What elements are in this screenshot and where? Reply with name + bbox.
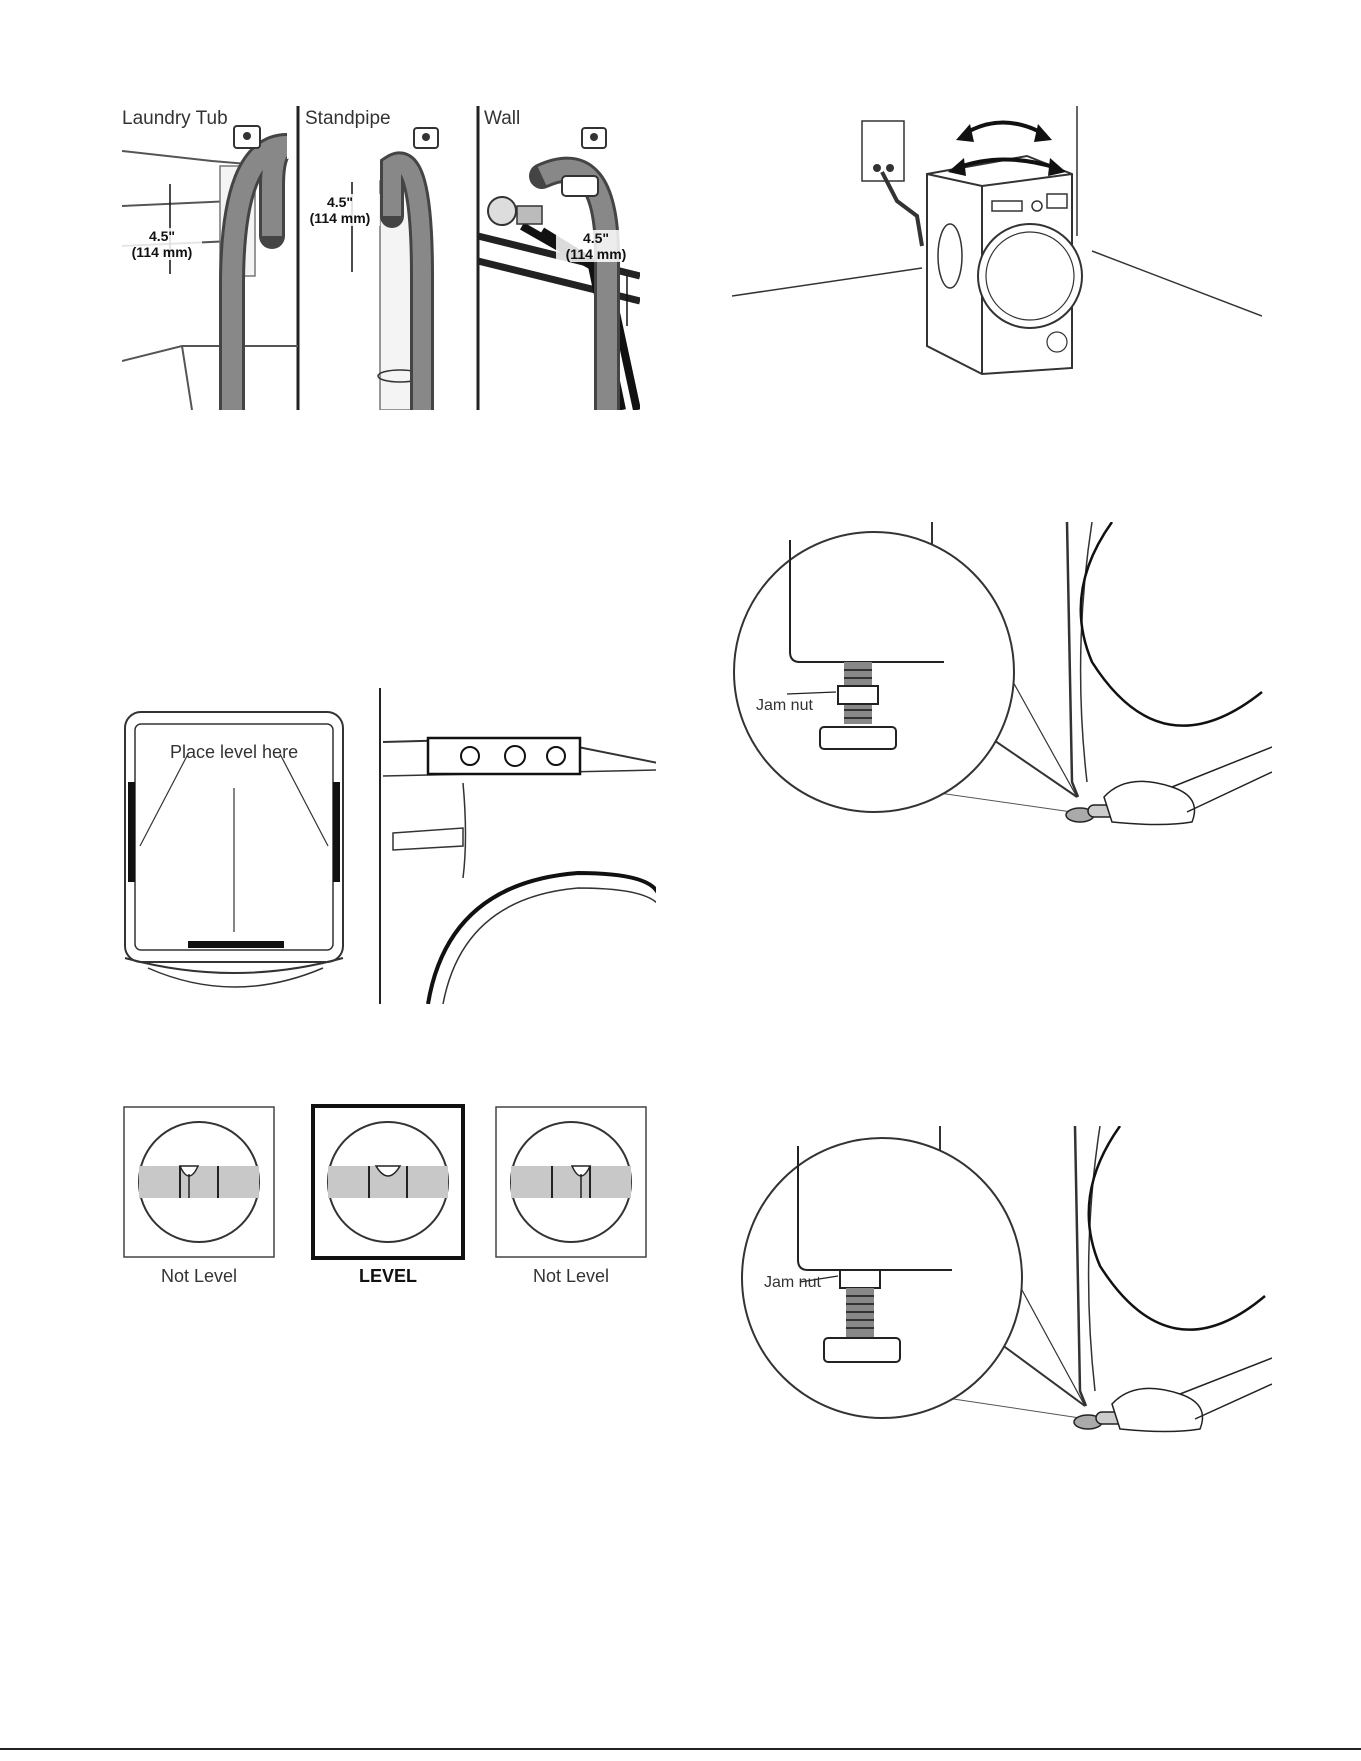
washer-rocking-illustration bbox=[732, 106, 1262, 376]
drain-hose-figure: Laundry Tub Standpipe Wall 4.5" (114 mm)… bbox=[122, 106, 640, 410]
dimension-inches: 4.5" bbox=[300, 194, 380, 210]
bubble-level-figure: Not Level LEVEL Not Level bbox=[118, 1104, 656, 1290]
footer-rule bbox=[0, 1748, 1361, 1750]
foot-adjust-figure-2: Jam nut bbox=[740, 1126, 1272, 1442]
laundry-tub-dimension: 4.5" (114 mm) bbox=[122, 228, 202, 260]
laundry-tub-label: Laundry Tub bbox=[122, 108, 228, 130]
standpipe-dimension: 4.5" (114 mm) bbox=[300, 194, 380, 226]
dimension-mm: (114 mm) bbox=[122, 244, 202, 260]
bubble-label-not-level-right: Not Level bbox=[491, 1266, 651, 1287]
wall-label: Wall bbox=[484, 108, 520, 130]
washer-rocking-figure bbox=[732, 106, 1262, 376]
dimension-inches: 4.5" bbox=[556, 230, 636, 246]
dimension-mm: (114 mm) bbox=[300, 210, 380, 226]
bubble-label-level: LEVEL bbox=[308, 1266, 468, 1287]
place-level-figure: Place level here bbox=[118, 688, 656, 1004]
jam-nut-label-1: Jam nut bbox=[756, 697, 813, 715]
standpipe-label: Standpipe bbox=[305, 108, 391, 130]
dimension-mm: (114 mm) bbox=[556, 246, 636, 262]
wall-dimension: 4.5" (114 mm) bbox=[556, 230, 636, 262]
place-level-illustration bbox=[118, 688, 656, 1004]
bubble-label-not-level-left: Not Level bbox=[119, 1266, 279, 1287]
jam-nut-label-2: Jam nut bbox=[764, 1274, 821, 1292]
bubble-level-illustration bbox=[118, 1104, 656, 1264]
foot-adjust-illustration-1 bbox=[732, 522, 1272, 842]
place-level-label: Place level here bbox=[170, 742, 298, 763]
foot-adjust-figure-1: Jam nut bbox=[732, 522, 1272, 842]
dimension-inches: 4.5" bbox=[122, 228, 202, 244]
